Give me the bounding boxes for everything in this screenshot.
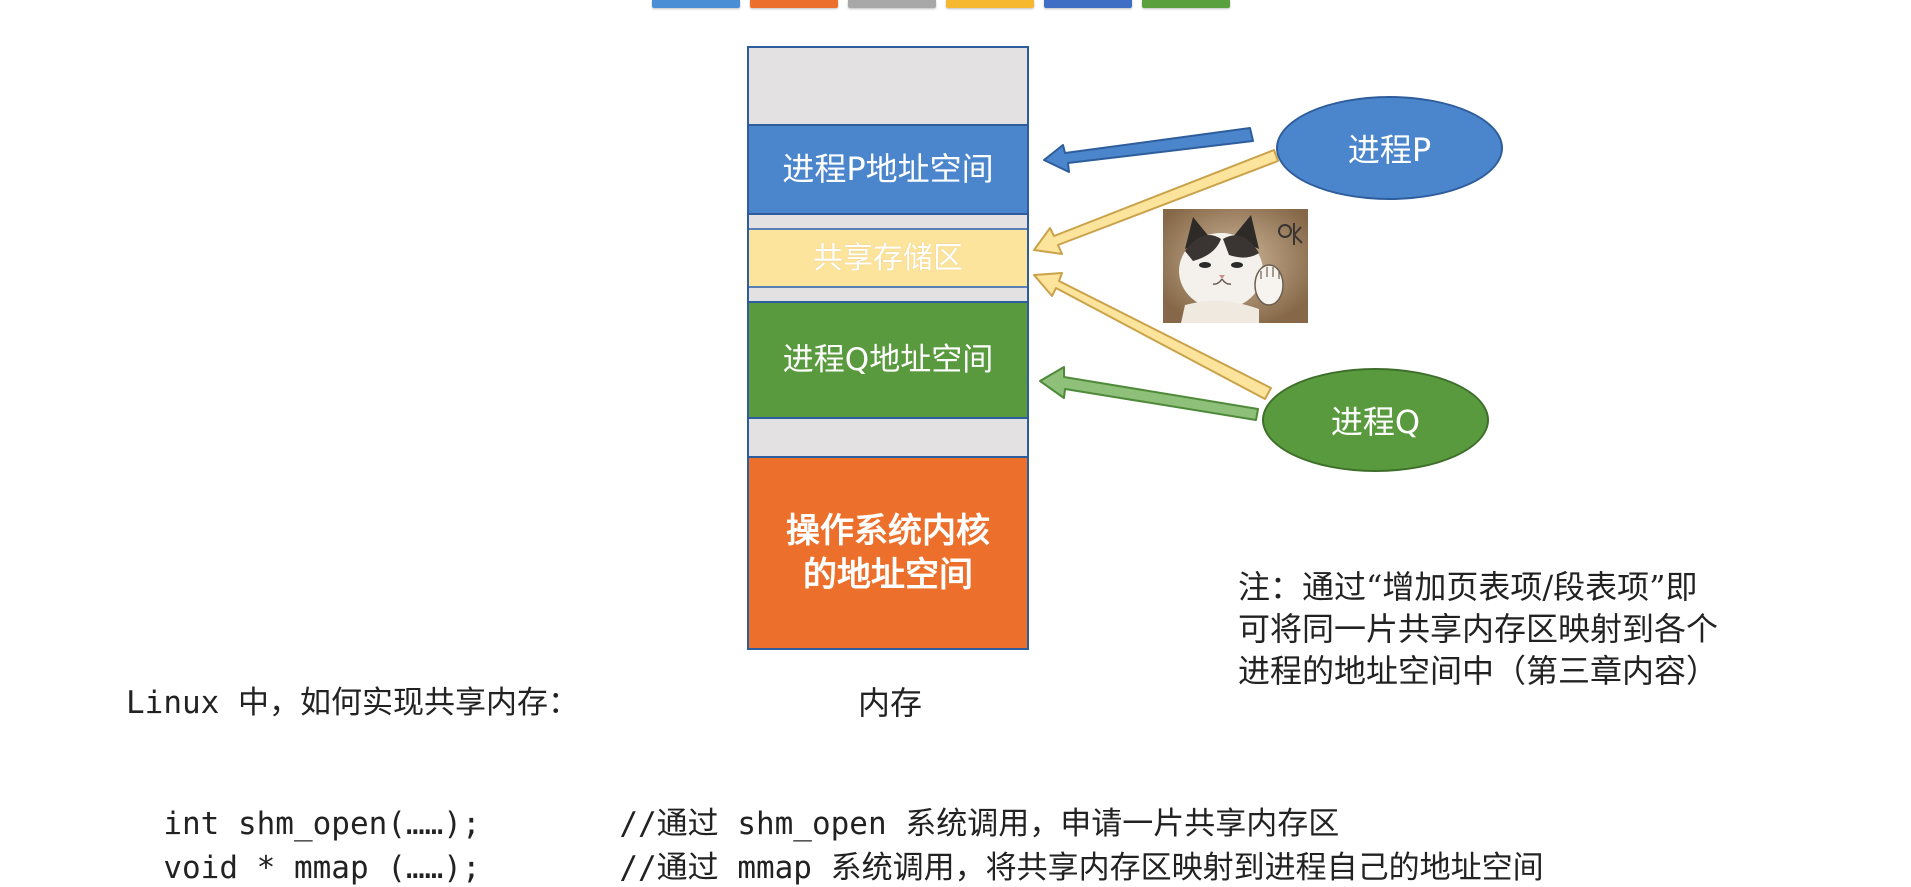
os-kernel-address-space-block: 操作系统内核 的地址空间	[749, 456, 1027, 648]
note-line-1: 注：通过“增加页表项/段表项”即	[1238, 568, 1698, 606]
process-q-label: 进程Q	[1330, 403, 1421, 441]
shared-storage-label: 共享存储区	[813, 240, 963, 276]
top-tab-orange[interactable]	[750, 0, 838, 8]
top-tab-blue[interactable]	[652, 0, 740, 8]
code-mmap: void * mmap (……);	[163, 850, 481, 886]
comment-shm-open: //通过 shm_open 系统调用，申请一片共享内存区	[619, 806, 1340, 842]
linux-shared-memory-title: Linux 中，如何实现共享内存：	[126, 685, 579, 721]
cat-ok-sticker-icon	[1163, 209, 1308, 323]
top-tab-yellow[interactable]	[946, 0, 1034, 8]
process-p-label: 进程P	[1347, 131, 1432, 169]
note-line-3: 进程的地址空间中（第三章内容）	[1238, 652, 1719, 690]
process-p-ellipse: 进程P	[1276, 96, 1503, 200]
arrow-q-to-q-space	[1039, 366, 1259, 421]
top-tab-green[interactable]	[1142, 0, 1230, 8]
code-shm-open: int shm_open(……);	[163, 806, 481, 842]
shared-storage-block: 共享存储区	[749, 228, 1027, 288]
top-tab-gray[interactable]	[848, 0, 936, 8]
process-p-address-space-label: 进程P地址空间	[782, 149, 994, 188]
memory-column: 进程P地址空间 共享存储区 进程Q地址空间 操作系统内核 的地址空间	[747, 46, 1029, 650]
memory-label: 内存	[857, 684, 922, 722]
process-q-address-space-block: 进程Q地址空间	[749, 301, 1027, 419]
process-p-address-space-block: 进程P地址空间	[749, 124, 1027, 215]
top-tab-darkblue[interactable]	[1044, 0, 1132, 8]
process-q-address-space-label: 进程Q地址空间	[782, 341, 994, 378]
arrow-p-to-p-space	[1043, 127, 1254, 173]
os-kernel-label-line2: 的地址空间	[803, 555, 973, 595]
os-kernel-label-line1: 操作系统内核	[786, 510, 990, 551]
process-q-ellipse: 进程Q	[1262, 368, 1489, 472]
code-line-shm-open: int shm_open(……); //通过 shm_open 系统调用，申请一片…	[126, 762, 1339, 843]
note-line-2: 可将同一片共享内存区映射到各个	[1238, 610, 1719, 648]
note-text-block: 注：通过“增加页表项/段表项”即 可将同一片共享内存区映射到各个 进程的地址空间…	[1238, 566, 1798, 692]
code-line-mmap: void * mmap (……); //通过 mmap 系统调用，将共享内存区映射…	[126, 806, 1544, 887]
comment-mmap: //通过 mmap 系统调用，将共享内存区映射到进程自己的地址空间	[619, 850, 1544, 886]
